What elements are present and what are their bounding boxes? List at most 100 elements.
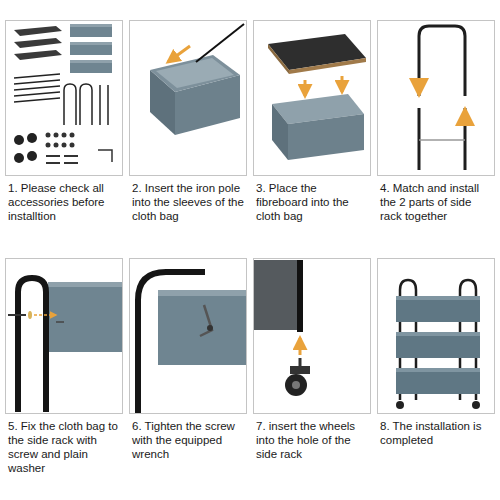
step-caption: 3. Place the fibreboard into the cloth b…: [253, 181, 371, 223]
art-polygon: [156, 58, 234, 88]
accessories-illustration: [14, 24, 112, 163]
art-polygon: [14, 26, 62, 36]
art-circle: [62, 133, 67, 138]
art-path: [138, 272, 205, 414]
art-rect: [396, 368, 480, 394]
panel-frame: [377, 258, 495, 414]
art-circle: [292, 381, 300, 389]
art-polygon: [289, 58, 366, 74]
art-polygon: [14, 50, 62, 60]
art-path: [98, 150, 112, 162]
art-circle: [207, 325, 213, 331]
art-line: [419, 139, 465, 141]
step-caption: 2. Insert the iron pole into the sleeves…: [129, 181, 247, 223]
art-polygon: [150, 55, 240, 92]
art-circle: [472, 401, 480, 409]
art-circle: [62, 143, 67, 148]
art-rect: [70, 42, 112, 55]
art-circle: [27, 151, 37, 161]
art-circle: [285, 374, 307, 396]
step-panel: 8. The installation is completed: [377, 258, 495, 447]
screw-fix-illustration: [8, 278, 123, 412]
panel-frame: [377, 20, 495, 176]
art-circle: [14, 153, 24, 163]
art-line: [14, 86, 60, 90]
panel-frame: [253, 258, 371, 414]
step-caption: 7. insert the wheels into the hole of th…: [253, 419, 371, 461]
art-line: [34, 314, 56, 316]
step-caption: 5. Fix the cloth bag to the side rack wi…: [5, 419, 123, 475]
art-line: [14, 74, 60, 78]
panel-frame: [129, 258, 247, 414]
step-panel: 7. insert the wheels into the hole of th…: [253, 258, 371, 461]
art-line: [297, 260, 303, 332]
art-polygon: [288, 114, 364, 160]
art-rect: [48, 282, 123, 287]
art-rect: [70, 60, 112, 63]
panel-frame: [253, 20, 371, 176]
wrench-illustration: [138, 272, 247, 414]
art-rect: [396, 368, 480, 372]
art-line: [64, 162, 78, 164]
art-polygon: [268, 44, 289, 74]
art-line: [299, 338, 302, 355]
art-rect: [290, 366, 310, 374]
art-rect: [70, 60, 112, 73]
art-ellipse: [28, 311, 32, 319]
art-circle: [54, 133, 59, 138]
art-line: [14, 98, 60, 102]
art-line: [64, 155, 78, 157]
art-polygon: [14, 38, 62, 48]
art-rect: [396, 296, 480, 322]
wheel-illustration: [254, 260, 310, 396]
step-panel: 2. Insert the iron pole into the sleeves…: [129, 20, 247, 223]
art-line: [464, 108, 467, 170]
art-rect: [396, 332, 480, 358]
step-caption: 8. The installation is completed: [377, 419, 495, 447]
art-rect: [48, 282, 123, 352]
step-panel: 5. Fix the cloth bag to the side rack wi…: [5, 258, 123, 475]
art-circle: [46, 143, 51, 148]
art-rect: [158, 290, 247, 296]
step-caption: 1. Please check all accessories before i…: [5, 181, 123, 223]
art-line: [341, 76, 344, 92]
art-circle: [70, 143, 75, 148]
step-panel: 1. Please check all accessories before i…: [5, 20, 123, 223]
panel-frame: [5, 20, 123, 176]
side-rack-illustration: [419, 26, 465, 170]
art-line: [56, 321, 64, 323]
step-panel: 4. Match and install the 2 parts of side…: [377, 20, 495, 223]
art-circle: [396, 401, 404, 409]
pole-insert-illustration: [150, 24, 244, 135]
art-line: [417, 78, 421, 94]
art-rect: [254, 260, 300, 330]
art-path: [80, 84, 92, 125]
cart-illustration: [396, 280, 480, 409]
art-circle: [70, 133, 75, 138]
art-rect: [70, 24, 112, 37]
art-line: [463, 110, 467, 126]
art-line: [14, 92, 60, 96]
art-circle: [54, 143, 59, 148]
fibreboard-illustration: [268, 34, 366, 160]
art-rect: [396, 296, 480, 300]
art-rect: [70, 42, 112, 45]
panel-frame: [5, 258, 123, 414]
art-line: [304, 80, 307, 96]
art-line: [8, 314, 26, 316]
art-path: [200, 305, 212, 336]
step-caption: 4. Match and install the 2 parts of side…: [377, 181, 495, 223]
art-line: [196, 24, 244, 62]
art-path: [419, 26, 465, 96]
art-line: [107, 85, 109, 125]
art-path: [18, 278, 46, 412]
art-line: [14, 80, 60, 84]
art-rect: [158, 290, 247, 365]
step-panel: 6. Tighten the screw with the equipped w…: [129, 258, 247, 461]
art-line: [418, 108, 421, 170]
art-line: [168, 46, 190, 62]
art-circle: [46, 133, 51, 138]
art-line: [46, 155, 60, 157]
art-rect: [70, 24, 112, 27]
